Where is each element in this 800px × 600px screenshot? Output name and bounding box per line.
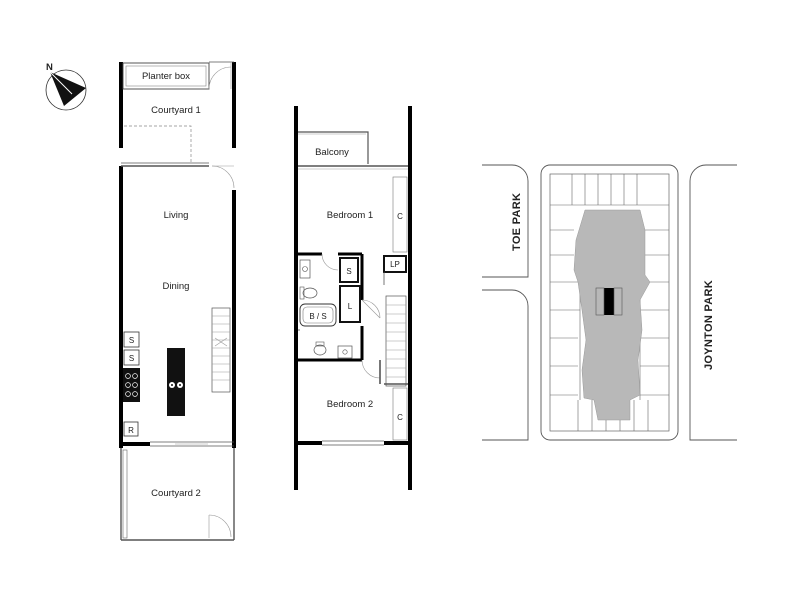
courtyard-1-label: Courtyard 1 bbox=[151, 105, 201, 116]
first-floor-plan: Balcony Bedroom 1 C S LP L B / S bbox=[294, 106, 412, 490]
fridge-space bbox=[123, 421, 139, 437]
bedroom-1-label: Bedroom 1 bbox=[327, 210, 373, 221]
linen-press-label: LP bbox=[390, 260, 400, 269]
wardrobe-2-label: C bbox=[397, 413, 403, 422]
toilet-1 bbox=[302, 287, 318, 299]
balcony-label: Balcony bbox=[315, 147, 349, 158]
bath-shower-label: B / S bbox=[309, 312, 326, 321]
linen-press bbox=[383, 255, 407, 273]
wardrobe-1-label: C bbox=[397, 212, 403, 221]
compass: N bbox=[45, 62, 87, 111]
storage-2-label: S bbox=[129, 354, 134, 363]
storage-cupboard-2 bbox=[123, 349, 140, 366]
planter-box bbox=[122, 62, 210, 90]
street-block-bottom-left bbox=[482, 289, 529, 441]
kitchen-island bbox=[167, 348, 185, 416]
ground-floor-plan: Planter box Courtyard 1 Living Dining bbox=[119, 61, 236, 541]
wardrobe-2 bbox=[392, 387, 408, 441]
street-block-right bbox=[689, 164, 737, 441]
highlighted-unit bbox=[604, 288, 614, 315]
compass-ring bbox=[45, 69, 87, 111]
living-label: Living bbox=[164, 210, 189, 221]
toilet-2 bbox=[313, 344, 327, 356]
development-site-outline bbox=[540, 164, 679, 441]
storage-label: S bbox=[346, 267, 351, 276]
basin-2 bbox=[337, 345, 353, 359]
wardrobe-1 bbox=[392, 176, 408, 253]
storage-1-label: S bbox=[129, 336, 134, 345]
linen-label: L bbox=[348, 302, 353, 311]
compass-north-label: N bbox=[46, 62, 53, 73]
street-label-toe-park: TOE PARK bbox=[511, 193, 523, 251]
storage-cupboard-1 bbox=[123, 331, 140, 348]
storage-cupboard bbox=[339, 257, 359, 283]
cooktop bbox=[123, 368, 140, 402]
bath-shower bbox=[299, 303, 337, 327]
first-floor-stairs bbox=[384, 295, 408, 387]
planter-box-label: Planter box bbox=[142, 71, 190, 82]
fridge-label: R bbox=[128, 426, 134, 435]
basin-1 bbox=[299, 259, 311, 279]
courtyard-2-label: Courtyard 2 bbox=[151, 488, 201, 499]
street-label-joynton-park: JOYNTON PARK bbox=[703, 280, 715, 370]
site-plan: TOE PARK JOYNTON PARK bbox=[482, 164, 737, 441]
bedroom-2-label: Bedroom 2 bbox=[327, 399, 373, 410]
street-block-top-left bbox=[482, 164, 529, 278]
linen-cupboard bbox=[339, 285, 361, 323]
dining-label: Dining bbox=[163, 281, 190, 292]
ground-floor-stairs bbox=[211, 307, 231, 393]
